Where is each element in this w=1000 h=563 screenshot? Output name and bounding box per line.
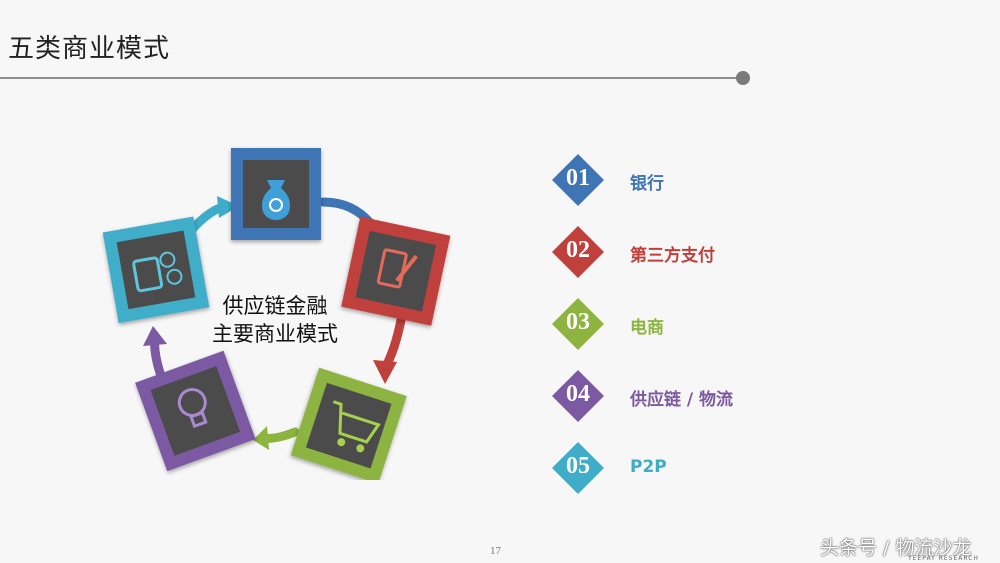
legend-number-03: 03 [566,309,590,335]
legend-label-02: 第三方支付 [630,246,715,266]
cycle-node-green [290,367,407,480]
arrow-head-green [253,426,269,450]
title-divider [0,77,742,79]
light-bulb-icon [177,387,208,429]
cycle-node-purple [135,350,256,472]
shopping-cart-icon [332,400,381,453]
cycle-diagram [102,148,451,480]
legend-label-01: 银行 [630,174,664,194]
arrow-head-purple [143,326,167,346]
legend-diamond-04 [552,370,604,422]
card-coins-icon [132,251,183,293]
legend-item-05: 05 P2P [552,442,812,494]
center-text-line2: 主要商业模式 [212,322,338,346]
legend-label-05: P2P [630,457,667,477]
money-bag-icon [262,180,290,220]
legend-diamond-02 [552,226,604,278]
legend-diamond-01 [552,154,604,206]
legend-item-03: 03 电商 [552,298,812,350]
legend-number-02: 02 [566,237,590,263]
legend-diamond-03 [552,298,604,350]
divider-end-dot [736,71,750,85]
cycle-node-teal [102,216,210,324]
legend-item-01: 01 银行 [552,154,812,206]
arrow-head-red [373,360,397,384]
watermark-logo-subtext: TEEPAY RESEARCH [908,555,979,562]
legend-label-04: 供应链 / 物流 [630,390,734,410]
watermark: 头条号 / 物流沙龙 [820,537,972,559]
center-text-line1: 供应链金融 [222,294,328,318]
legend-label-03: 电商 [630,318,664,338]
page-number: 17 [490,545,501,557]
legend-item-02: 02 第三方支付 [552,226,812,278]
slide-title: 五类商业模式 [8,34,171,64]
legend-item-04: 04 供应链 / 物流 [552,370,812,422]
arrow-red-to-green [380,315,406,373]
legend-diamond-05 [552,442,604,494]
tablet-pen-icon [376,248,418,289]
cycle-center-text: 供应链金融 主要商业模式 [200,292,350,348]
legend-number-01: 01 [566,165,590,191]
legend-number-05: 05 [566,453,590,479]
legend-number-04: 04 [566,381,590,407]
arrow-head-teal [217,196,239,218]
cycle-node-red [341,216,451,326]
